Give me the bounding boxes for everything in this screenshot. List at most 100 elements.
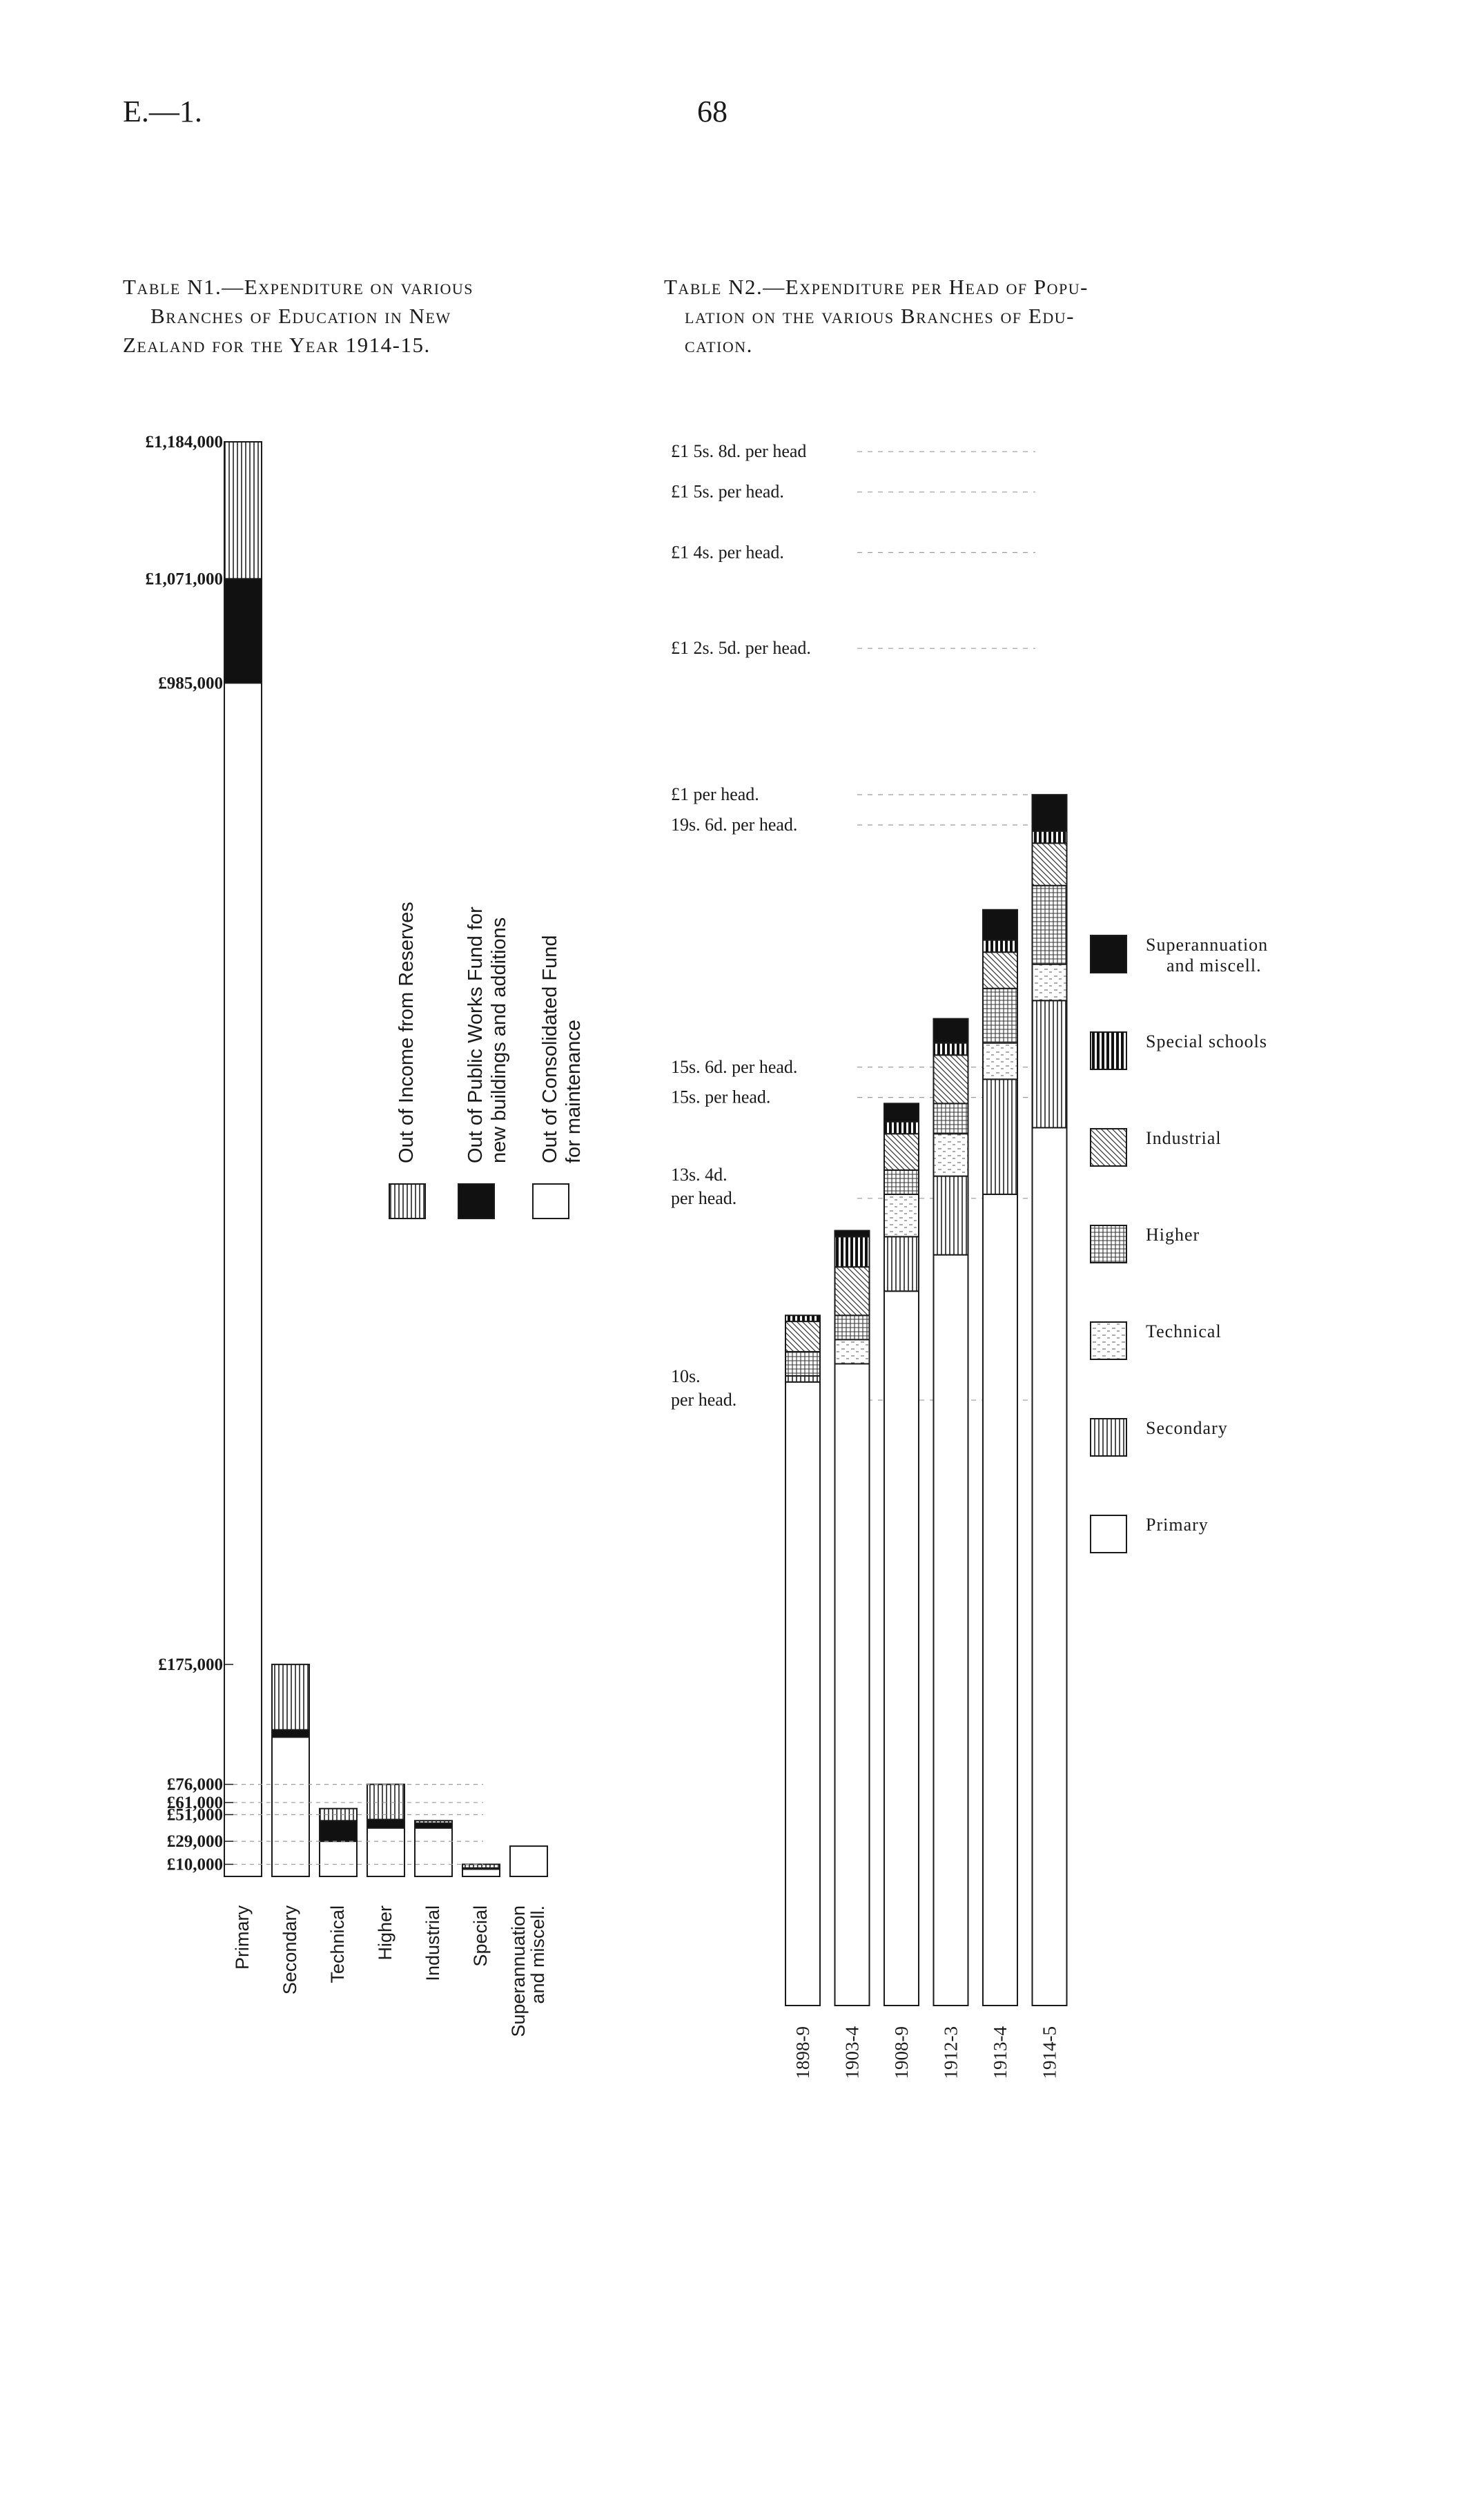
category-label: 1912-3	[941, 2026, 961, 2079]
legend-swatch	[1090, 935, 1127, 973]
bar-segment	[1031, 842, 1068, 886]
legend-label: Out of Public Works Fund for	[465, 906, 487, 1163]
category-label: 1914-5	[1039, 2026, 1060, 2079]
reference-label: 10s.	[671, 1366, 701, 1386]
y-tick-label: £61,000	[167, 1794, 223, 1812]
reference-label: 15s. 6d. per head.	[671, 1057, 797, 1077]
chart-n1-title: Table N1.—Expenditure on various Branche…	[123, 273, 473, 360]
reference-label: 13s. 4d.	[671, 1165, 728, 1185]
chart-n2: £1 5s. 8d. per head£1 5s. per head.£1 4s…	[671, 441, 1267, 2079]
reference-label: £1 5s. per head.	[671, 482, 784, 502]
y-tick-label: £10,000	[167, 1855, 223, 1874]
bar-segment	[509, 1845, 548, 1877]
bar-segment	[933, 1254, 969, 2006]
bar-segment	[933, 1054, 969, 1105]
bar-segment	[834, 1314, 870, 1341]
category-label: Secondary	[280, 1905, 300, 1995]
bar-segment	[1031, 1127, 1068, 2006]
chart-n1-title-line: Zealand for the Year 1914-15.	[123, 333, 431, 357]
bar-segment	[224, 441, 262, 580]
bar-segment	[414, 1827, 453, 1878]
bar-segment	[982, 1042, 1018, 1080]
legend-swatch	[1090, 1515, 1127, 1553]
category-label: Industrial	[422, 1905, 443, 1981]
bar-segment	[982, 1078, 1018, 1195]
legend-swatch	[1090, 1418, 1127, 1457]
bar-segment	[319, 1841, 358, 1877]
chart-n2-title-line: lation on the various Branches of Edu-	[685, 304, 1075, 328]
bar-segment	[933, 1175, 969, 1256]
bar-segment	[883, 1133, 919, 1171]
bar-segment	[834, 1236, 870, 1268]
bar-segment	[1031, 830, 1068, 844]
bar-segment	[785, 1314, 821, 1323]
bar-segment	[785, 1350, 821, 1377]
bar-segment	[785, 1321, 821, 1352]
y-tick-label: £985,000	[158, 674, 223, 692]
bar-segment	[271, 1736, 310, 1877]
reference-label: £1 4s. per head.	[671, 542, 784, 562]
bar-segment	[883, 1103, 919, 1123]
reference-label: per head.	[671, 1188, 736, 1208]
page-number: 68	[697, 95, 728, 128]
legend-label: Out of Income from Reserves	[396, 902, 418, 1163]
bar-segment	[834, 1266, 870, 1317]
bar-segment	[1031, 1000, 1068, 1129]
category-label: Special	[470, 1905, 491, 1967]
bar-segment	[367, 1827, 405, 1878]
y-tick-label: £1,071,000	[146, 570, 224, 588]
bar-segment	[319, 1820, 358, 1843]
bar-segment	[224, 578, 262, 684]
chart-n2-title-line: Table N2.—Expenditure per Head of Popu-	[664, 275, 1088, 299]
bar-segment	[367, 1818, 405, 1829]
bar-segment	[883, 1193, 919, 1238]
reference-label: £1 2s. 5d. per head.	[671, 638, 811, 658]
category-label: and miscell.	[527, 1905, 548, 2004]
legend-swatch	[532, 1183, 569, 1219]
bar-segment	[982, 987, 1018, 1044]
reference-label: 15s. per head.	[671, 1087, 770, 1107]
bar-segment	[834, 1230, 870, 1238]
bar-segment	[367, 1783, 405, 1821]
category-label: 1898-9	[792, 2026, 813, 2079]
bar-segment	[933, 1133, 969, 1177]
chart-n1-title-line: Table N1.—Expenditure on various	[123, 275, 474, 299]
page-ref: E.—1.	[123, 95, 202, 128]
legend-label: Special schools	[1146, 1031, 1267, 1051]
reference-label: £1 per head.	[671, 784, 759, 804]
chart-n2-title: Table N2.—Expenditure per Head of Popu- …	[664, 273, 1088, 360]
bar-segment	[834, 1339, 870, 1365]
bar-segment	[414, 1822, 453, 1829]
category-label: 1913-4	[990, 2026, 1011, 2079]
bar-segment	[462, 1868, 500, 1877]
category-label: Technical	[327, 1905, 348, 1983]
y-tick-label: £1,184,000	[146, 433, 224, 452]
bar-segment	[414, 1820, 453, 1824]
category-label: 1908-9	[891, 2026, 912, 2079]
legend-label: Secondary	[1146, 1418, 1228, 1438]
bar-segment	[883, 1236, 919, 1292]
bar-segment	[883, 1290, 919, 2006]
bar-segment	[883, 1120, 919, 1135]
bar-segment	[224, 682, 262, 1877]
legend-label: Technical	[1146, 1321, 1222, 1341]
category-label: Primary	[232, 1905, 253, 1970]
reference-label: per head.	[671, 1390, 736, 1410]
chart-n1-title-line: Branches of Education in New	[150, 304, 451, 328]
legend-swatch	[458, 1183, 495, 1219]
legend-swatch	[389, 1183, 426, 1219]
bar-segment	[982, 1193, 1018, 2006]
legend-label: and miscell.	[1166, 955, 1262, 975]
reference-label: 19s. 6d. per head.	[671, 815, 797, 835]
legend-label: Primary	[1146, 1515, 1209, 1535]
bar-segment	[1031, 794, 1068, 832]
bar-segment	[1031, 963, 1068, 1002]
legend-label: new buildings and additions	[488, 918, 510, 1163]
bar-segment	[933, 1042, 969, 1056]
y-tick-label: £29,000	[167, 1832, 223, 1851]
category-label: Superannuation	[508, 1905, 529, 2037]
chart-n2-title-line: cation.	[685, 333, 753, 357]
legend-label: Industrial	[1146, 1128, 1222, 1148]
